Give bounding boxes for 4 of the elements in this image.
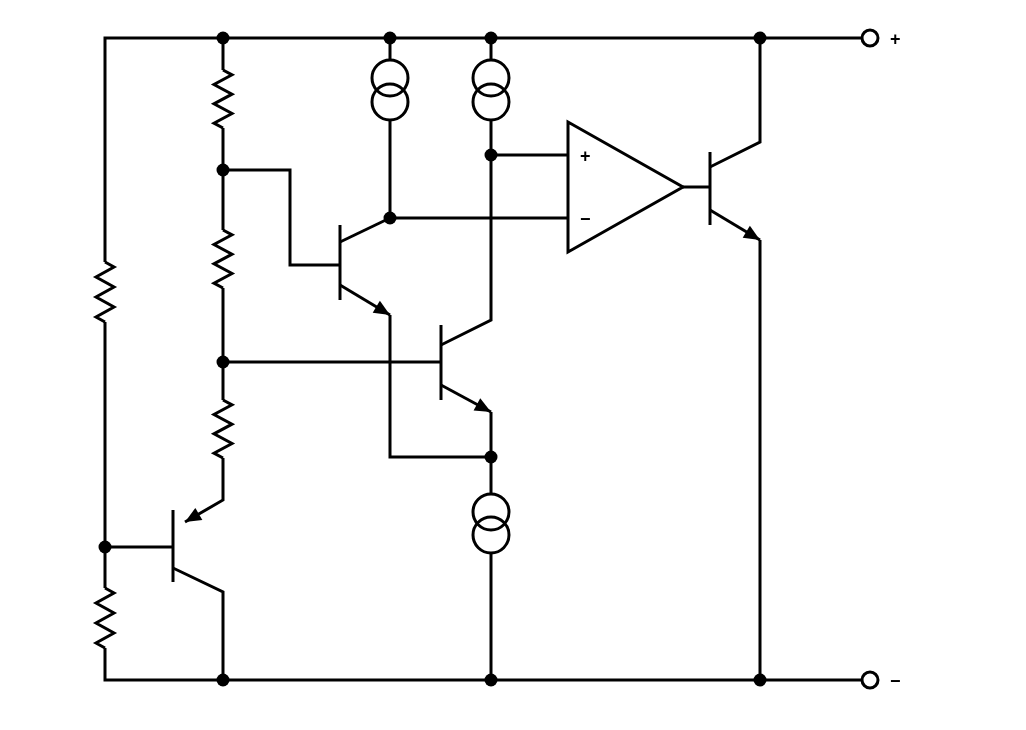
input-sign: + <box>580 147 591 165</box>
terminal-sign: + <box>890 30 901 48</box>
terminal-sign: − <box>890 672 901 690</box>
input-sign: − <box>580 210 591 228</box>
